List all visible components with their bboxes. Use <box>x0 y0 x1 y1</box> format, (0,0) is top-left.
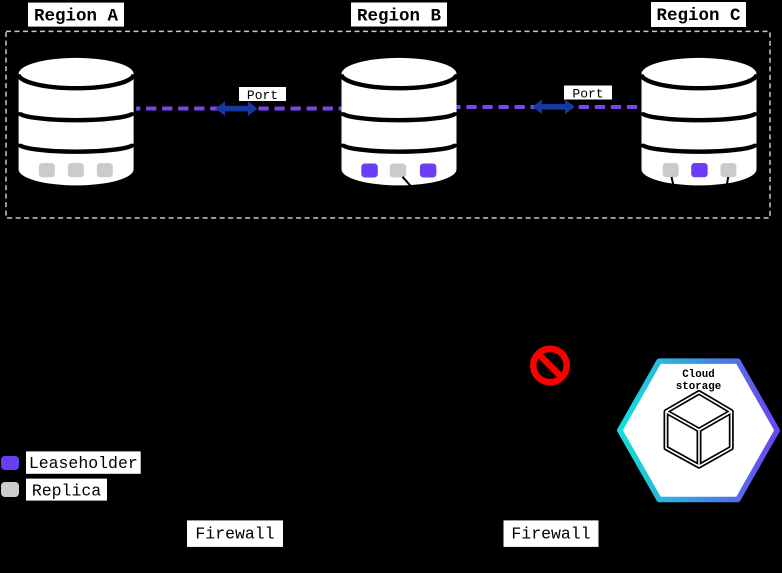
svg-text:Region A: Region A <box>34 6 119 26</box>
svg-text:Region B: Region B <box>357 6 442 26</box>
svg-text:Leaseholder: Leaseholder <box>29 454 138 473</box>
svg-text:Port: Port <box>247 88 278 103</box>
svg-text:Cloud: Cloud <box>682 369 714 381</box>
svg-text:Firewall: Firewall <box>511 525 590 544</box>
svg-text:Port: Port <box>572 86 603 101</box>
svg-text:Replica: Replica <box>32 481 101 500</box>
svg-text:storage: storage <box>676 381 721 393</box>
svg-text:Firewall: Firewall <box>195 525 274 544</box>
svg-text:Region C: Region C <box>656 6 741 26</box>
